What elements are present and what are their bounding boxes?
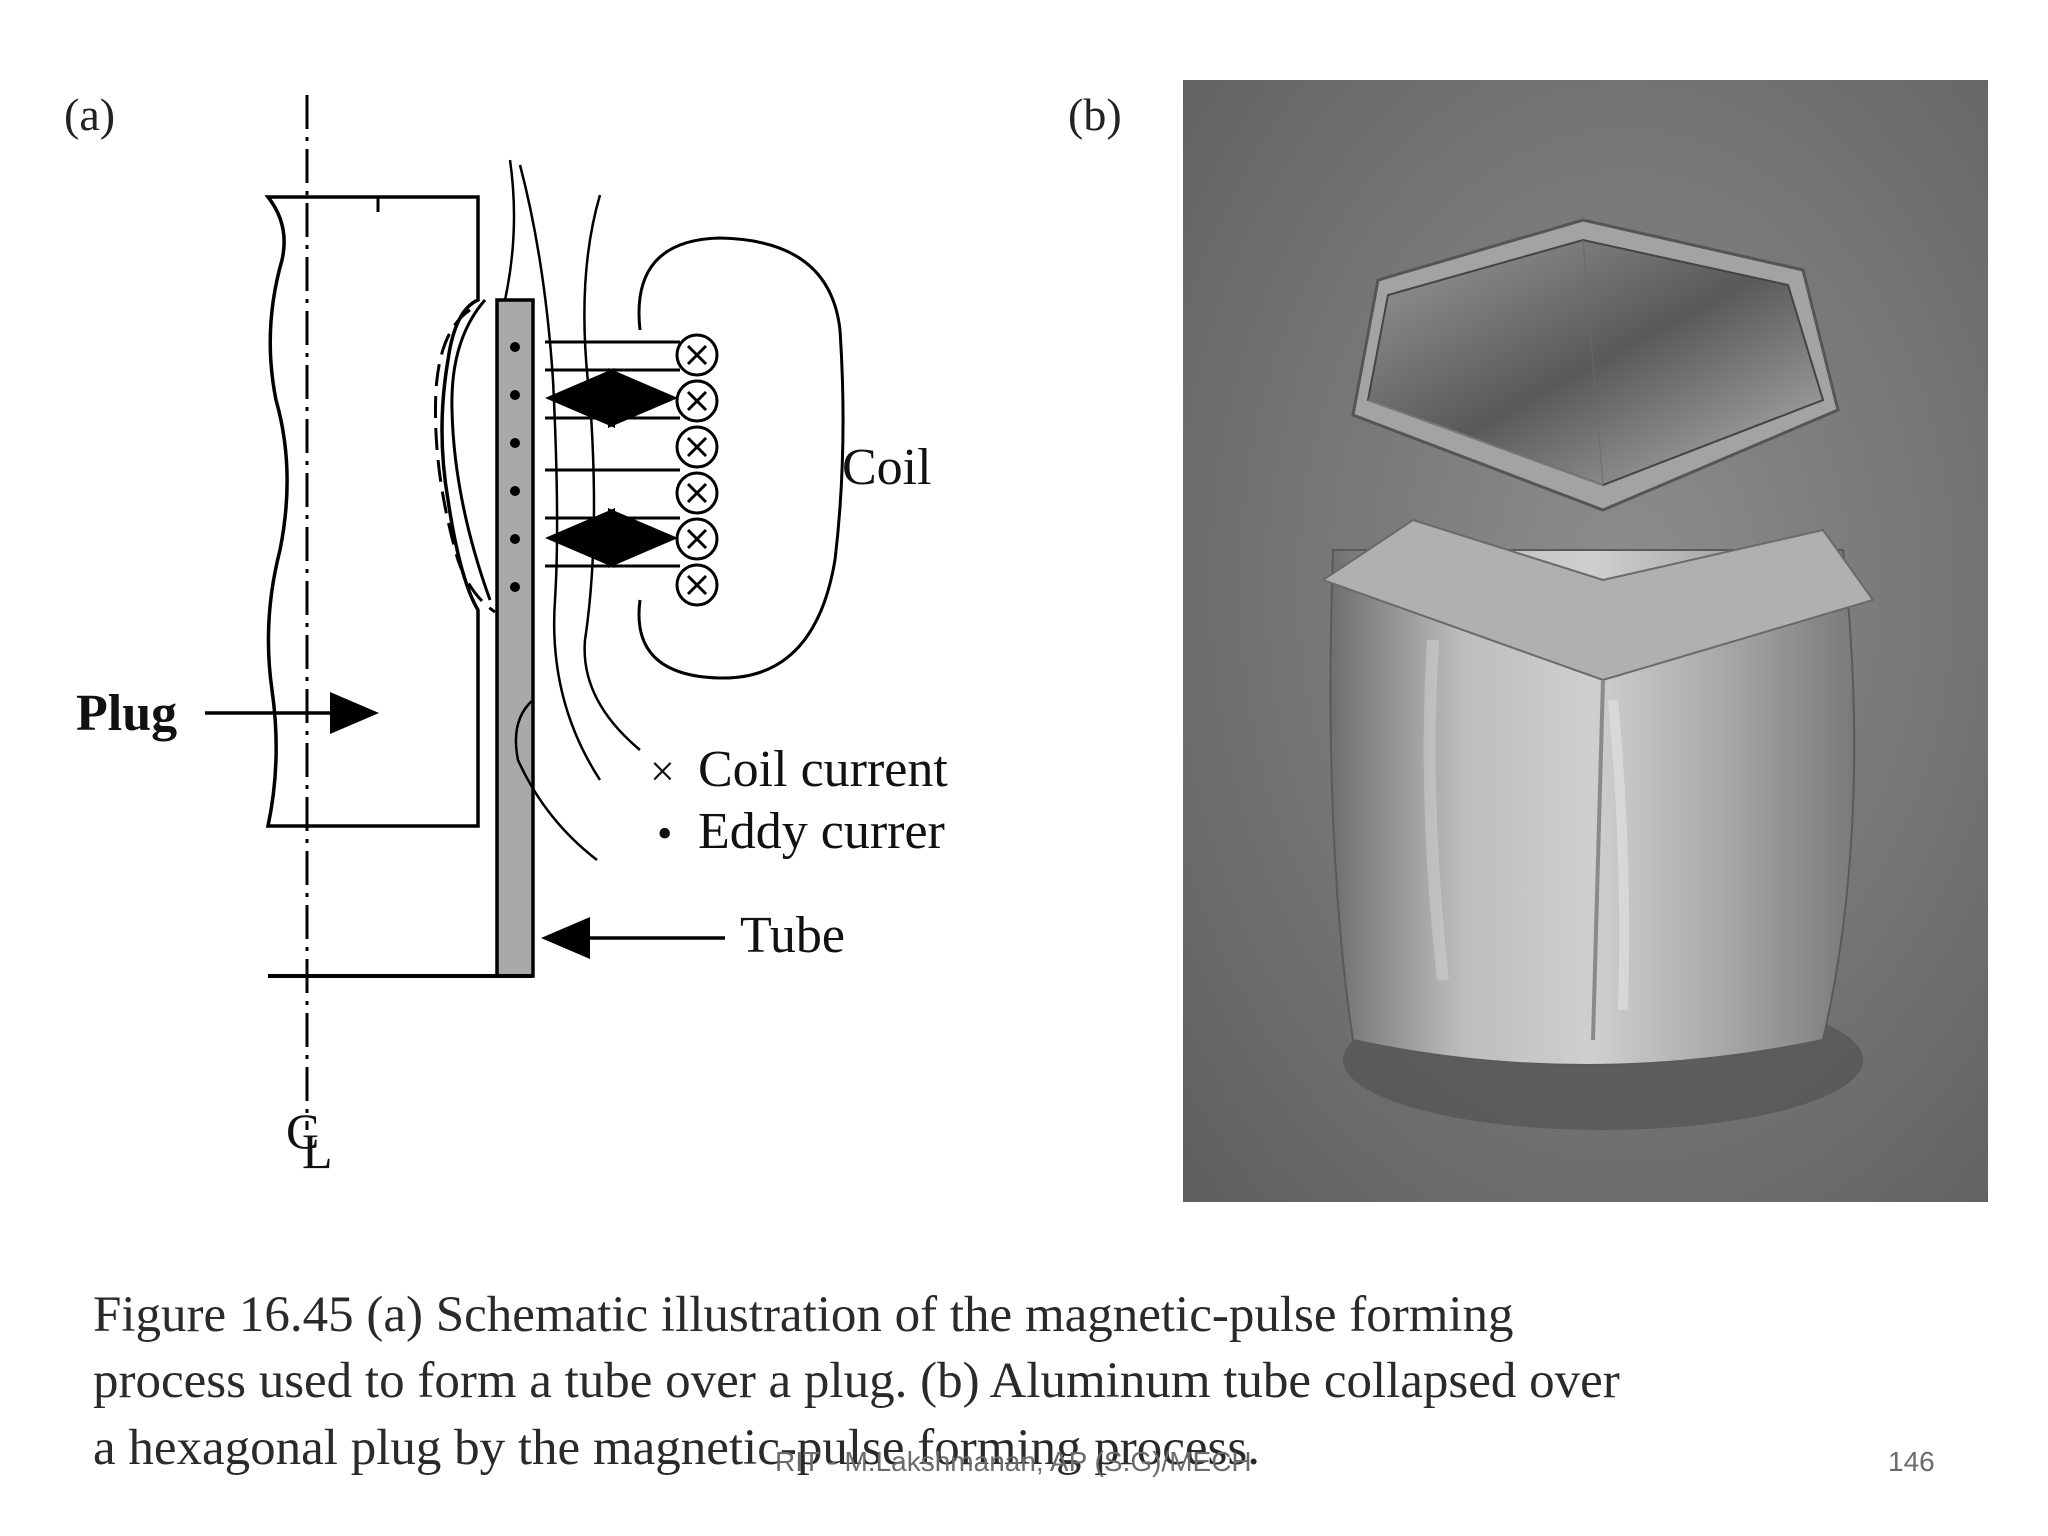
collapsed-tube-illustration (1320, 218, 1875, 1130)
field-line-1 (503, 159, 516, 301)
eddy-current-label: Eddy currer (698, 803, 945, 860)
magnetic-pulse-schematic: C L (76, 95, 948, 1179)
field-line-4 (514, 699, 598, 861)
coil-current-label: Coil current (698, 741, 948, 798)
caption-line-2: process used to form a tube over a plug.… (93, 1353, 1620, 1410)
force-arrows (545, 368, 678, 568)
figure-caption: Figure 16.45 (a) Schematic illustration … (93, 1282, 2013, 1481)
plug-body (264, 195, 480, 828)
caption-line-3: a hexagonal plug by the magnetic-pulse f… (93, 1419, 1260, 1476)
caption-line-1: Figure 16.45 (a) Schematic illustration … (93, 1287, 1514, 1343)
centerline-label-c: C (286, 1103, 319, 1159)
coil-current-symbol: × (650, 747, 675, 796)
plug-label: Plug (76, 685, 177, 742)
eddy-current-dots (510, 342, 520, 592)
field-line-3 (583, 194, 641, 751)
footer-author: RIT - M.Lakshmanan, AP (S.G)/MECH (775, 1446, 1252, 1477)
plug-inner-curve (450, 299, 492, 601)
centerline-label-l: L (302, 1123, 333, 1179)
tube-label: Tube (740, 907, 845, 964)
panel-label-b: (b) (1068, 89, 1122, 140)
tube (495, 298, 535, 978)
coil-field-lines (545, 340, 680, 568)
eddy-current-symbol: • (657, 809, 672, 858)
page-number: 146 (1888, 1446, 1935, 1477)
coil-label: Coil (842, 439, 932, 496)
coil-turns (675, 333, 719, 607)
hexagon-profile (433, 308, 496, 614)
panel-label-a: (a) (64, 89, 116, 140)
coil-loop (637, 236, 845, 680)
field-line-2 (518, 164, 602, 781)
aluminum-tube-photo (1183, 80, 1988, 1202)
